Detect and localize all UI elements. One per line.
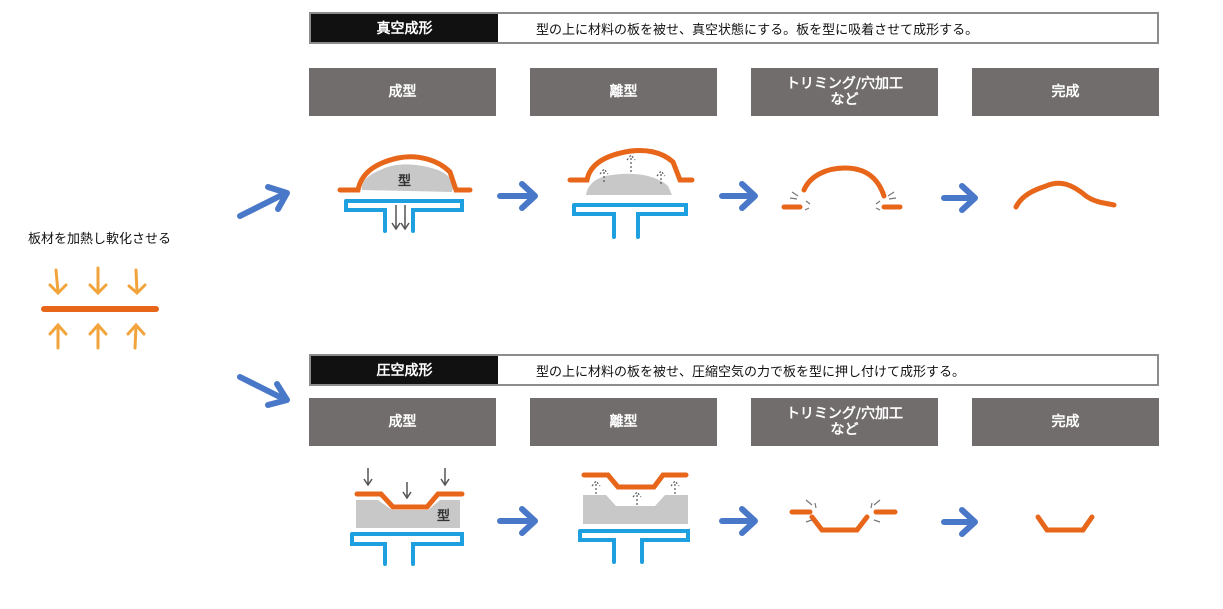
- pressure-description: 型の上に材料の板を被せ、圧縮空気の力で板を型に押し付けて成形する。: [536, 364, 966, 380]
- branch-arrow-up-icon: [237, 184, 290, 219]
- vacuum-mold-label: 型: [398, 174, 412, 189]
- pressure-trim-illustration: [789, 499, 898, 533]
- pressure-step-complete: 完成: [972, 398, 1159, 446]
- vacuum-step-forming: 成型: [309, 68, 496, 116]
- heat-arrows-down-icon: [48, 266, 147, 296]
- branch-arrow-down-icon: [237, 374, 290, 408]
- vacuum-description: 型の上に材料の板を被せ、真空状態にする。板を型に吸着させて成形する。: [536, 22, 979, 38]
- pressure-title: 圧空成形: [311, 356, 498, 384]
- vacuum-step-complete: 完成: [972, 68, 1159, 116]
- vacuum-step-release: 離型: [530, 68, 717, 116]
- pressure-step-forming: 成型: [309, 398, 496, 446]
- vacuum-forming-illustration: [337, 154, 473, 233]
- flow-arrows-vacuum: [497, 181, 978, 213]
- heat-soften-label: 板材を加熱し軟化させる: [28, 232, 172, 247]
- pressure-finished-part: [1035, 514, 1095, 533]
- pressure-forming-illustration: [350, 468, 465, 566]
- pressure-step-release: 離型: [530, 398, 717, 446]
- heat-arrows-up-icon: [48, 322, 146, 350]
- vacuum-trim-illustration: [781, 165, 903, 211]
- pressure-title-bar: 圧空成形 型の上に材料の板を被せ、圧縮空気の力で板を型に押し付けて成形する。: [309, 354, 1159, 386]
- flow-arrows-pressure: [497, 506, 978, 537]
- vacuum-title-bar: 真空成形 型の上に材料の板を被せ、真空状態にする。板を型に吸着させて成形する。: [309, 12, 1159, 44]
- vacuum-title: 真空成形: [311, 14, 498, 42]
- pressure-release-illustration: [578, 472, 690, 564]
- vacuum-step-trimming: トリミング/穴加工 など: [751, 68, 938, 116]
- pressure-step-trimming: トリミング/穴加工 など: [751, 398, 938, 446]
- vacuum-finished-part: [1013, 180, 1117, 210]
- vacuum-release-illustration: [567, 147, 695, 239]
- pressure-mold-label: 型: [437, 509, 451, 524]
